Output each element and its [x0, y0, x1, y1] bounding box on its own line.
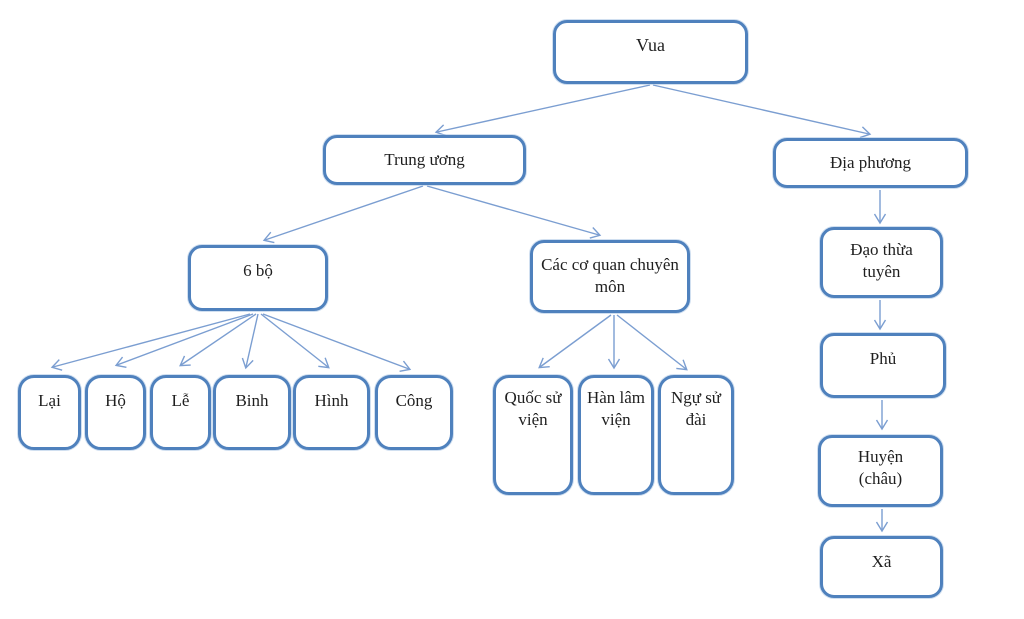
- edge-chuyenmon-quocsuvien: [538, 314, 612, 369]
- node-dia-phuong: Địa phương: [773, 138, 968, 188]
- edge-chuyenmon-ngusudai: [616, 314, 688, 371]
- node-vua: Vua: [553, 20, 748, 84]
- node-ngu-su-dai: Ngự sử đài: [658, 375, 734, 495]
- node-cong: Công: [375, 375, 453, 450]
- node-han-lam-vien: Hàn lâm viện: [578, 375, 654, 495]
- node-cac-co-quan-chuyen-mon: Các cơ quan chuyên môn: [530, 240, 690, 313]
- node-phu: Phủ: [820, 333, 946, 398]
- edge-bo6-lai: [50, 313, 251, 371]
- edge-bo6-binh: [241, 313, 259, 370]
- node-trung-uong: Trung ương: [323, 135, 526, 185]
- node-binh: Binh: [213, 375, 291, 450]
- edge-bo6-le: [179, 313, 257, 367]
- edge-bo6-hinh: [260, 313, 330, 369]
- node-lai: Lại: [18, 375, 81, 450]
- edge-vua-diaphuong: [652, 84, 872, 139]
- edge-bo6-ho: [114, 313, 254, 369]
- edge-bo6-cong: [262, 313, 412, 373]
- node-hinh: Hình: [293, 375, 370, 450]
- edge-trunguong-chuyenmon: [426, 185, 602, 239]
- node-xa: Xã: [820, 536, 943, 598]
- node-quoc-su-vien: Quốc sử viện: [493, 375, 573, 495]
- node-ho: Hộ: [85, 375, 146, 450]
- edge-trunguong-bo6: [262, 185, 424, 244]
- node-6-bo: 6 bộ: [188, 245, 328, 311]
- node-dao-thua-tuyen: Đạo thừa tuyên: [820, 227, 943, 298]
- node-le: Lễ: [150, 375, 211, 450]
- node-huyen-chau: Huyện (châu): [818, 435, 943, 507]
- edge-vua-trunguong: [434, 84, 651, 137]
